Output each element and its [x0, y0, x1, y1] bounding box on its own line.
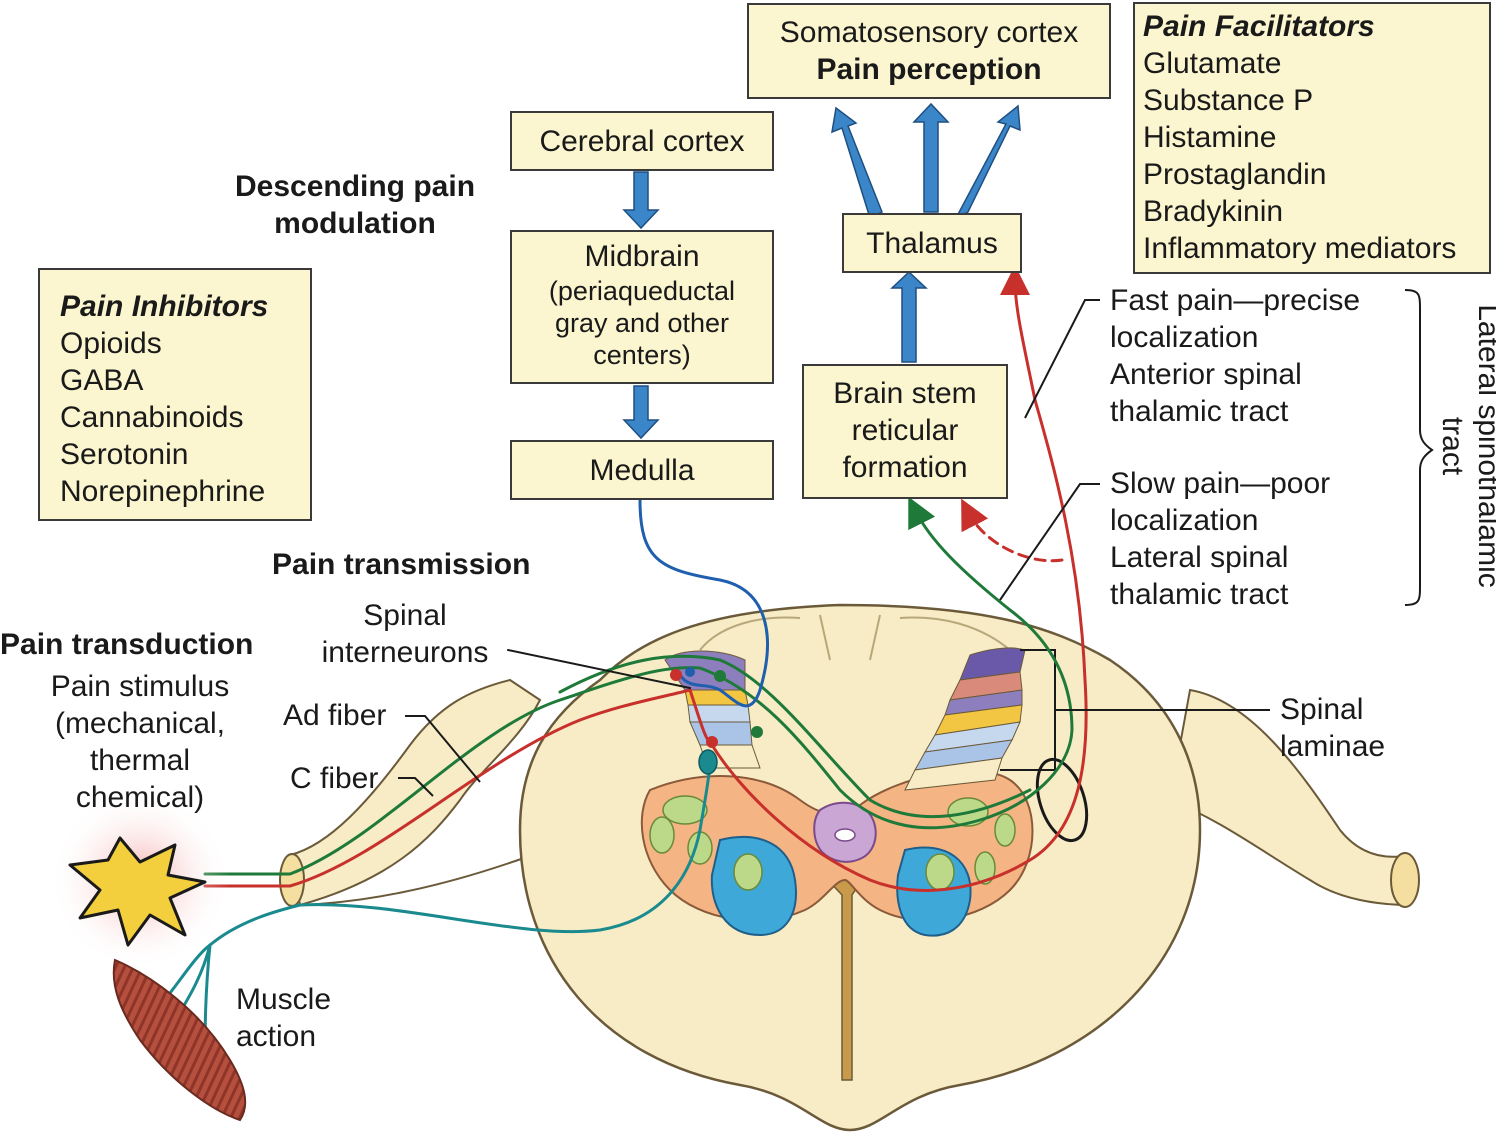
cerebral-cortex-box: Cerebral cortex	[510, 111, 774, 171]
pain-facilitators-box: Pain Facilitators Glutamate Substance P …	[1133, 2, 1491, 274]
arrow-thalamus-to-cortex-center	[912, 102, 950, 213]
arrow-brainstem-to-thalamus	[890, 270, 928, 363]
fast-pain-line4: thalamic tract	[1110, 395, 1289, 428]
midbrain-detail-3: centers)	[593, 340, 691, 370]
spinal-cord	[279, 603, 1420, 1132]
muscle	[112, 958, 247, 1122]
descending-heading: Descending pain modulation	[205, 168, 505, 242]
arrow-thalamus-to-cortex-right	[954, 104, 1021, 220]
fast-pain-line2: localization	[1110, 321, 1259, 354]
pain-inhibitors-title: Pain Inhibitors	[60, 290, 269, 323]
pain-inhibitors-box: Pain Inhibitors Opioids GABA Cannabinoid…	[38, 268, 312, 521]
midbrain-label: Midbrain	[584, 240, 700, 273]
right-dorsal-horn-laminae	[904, 647, 1026, 791]
muscle-line2: action	[236, 1020, 317, 1053]
arrow-midbrain-to-medulla	[622, 385, 660, 440]
inhibitor-item: GABA	[60, 364, 144, 397]
left-root-end	[279, 853, 305, 907]
slow-pain-line1: Slow pain—poor	[1110, 467, 1331, 500]
facilitator-item: Inflammatory mediators	[1143, 232, 1457, 265]
inhibitor-item: Norepinephrine	[60, 475, 266, 508]
stimulus-line2: (mechanical,	[54, 707, 226, 740]
transduction-heading: Pain transduction	[0, 628, 254, 661]
tract-oval	[1035, 757, 1089, 843]
descending-fiber	[638, 498, 769, 708]
fast-pain-label: Fast pain—precise localization Anterior …	[1110, 282, 1360, 430]
fast-pain-leader	[1024, 299, 1100, 419]
pain-stimulus	[50, 790, 230, 970]
pain-facilitators-title: Pain Facilitators	[1143, 10, 1375, 43]
inhibitor-item: Cannabinoids	[60, 401, 244, 434]
interneurons-line1: Spinal	[363, 599, 447, 632]
pain-stimulus-star-icon	[68, 836, 207, 947]
slow-pain-line3: Lateral spinal	[1110, 541, 1289, 574]
lateral-tract-line1: Lateral spinothalamic	[1472, 304, 1496, 588]
facilitator-item: Bradykinin	[1143, 195, 1284, 228]
fast-pain-fiber	[203, 265, 1088, 892]
brain-stem-label-1: Brain stem	[833, 377, 977, 410]
inhibitor-item: Serotonin	[60, 438, 189, 471]
slow-pain-leader	[999, 483, 1100, 601]
lateral-spinothalamic-tract-label: Lateral spinothalamic tract	[1434, 298, 1496, 594]
descending-heading-line2: modulation	[274, 207, 436, 240]
laminae-line1: Spinal	[1280, 693, 1364, 726]
spinal-interneurons-label: Spinal interneurons	[305, 597, 505, 671]
brain-stem-label-3: formation	[842, 451, 968, 484]
muscle-action-label: Muscle action	[236, 981, 331, 1055]
descending-heading-line1: Descending pain	[234, 170, 476, 203]
stimulus-line3: thermal	[89, 744, 191, 777]
thalamus-box: Thalamus	[842, 213, 1022, 273]
medulla-label: Medulla	[589, 454, 695, 487]
somatosensory-label: Somatosensory cortex	[779, 16, 1079, 49]
pain-perception-label: Pain perception	[816, 53, 1042, 86]
stimulus-line4: chemical)	[75, 781, 205, 814]
laminae-line2: laminae	[1280, 730, 1386, 763]
midbrain-detail-2: gray and other	[554, 308, 730, 338]
fast-pain-dashed-branch	[961, 498, 1064, 563]
midbrain-detail-1: (periaqueductal	[548, 276, 736, 306]
brain-stem-label-2: reticular	[851, 414, 959, 447]
pain-stimulus-label: Pain stimulus (mechanical, thermal chemi…	[20, 668, 260, 816]
facilitator-item: Glutamate	[1143, 47, 1282, 80]
inhibitor-item: Opioids	[60, 327, 162, 360]
cerebral-cortex-label: Cerebral cortex	[539, 125, 745, 158]
fast-pain-line1: Fast pain—precise	[1110, 284, 1361, 317]
transmission-heading: Pain transmission	[272, 548, 531, 581]
slow-pain-label: Slow pain—poor localization Lateral spin…	[1110, 465, 1330, 613]
muscle-icon	[112, 958, 247, 1122]
ad-fiber-leader	[405, 715, 481, 783]
slow-pain-line4: thalamic tract	[1110, 578, 1289, 611]
lateral-tract-line2: tract	[1436, 416, 1469, 476]
right-root-end	[1390, 852, 1420, 908]
fast-pain-line3: Anterior spinal	[1110, 358, 1302, 391]
medulla-box: Medulla	[510, 440, 774, 500]
arrow-cortex-to-midbrain	[622, 171, 660, 230]
facilitator-item: Substance P	[1143, 84, 1314, 117]
interneurons-line2: interneurons	[321, 636, 489, 669]
muscle-line1: Muscle	[236, 983, 332, 1016]
leader-lines	[398, 289, 1434, 797]
arrow-thalamus-to-cortex-left	[831, 106, 883, 220]
facilitator-item: Prostaglandin	[1143, 158, 1327, 191]
pathway-arrows	[622, 102, 1021, 440]
slow-pain-line2: localization	[1110, 504, 1259, 537]
somatosensory-cortex-box: Somatosensory cortex Pain perception	[747, 3, 1111, 99]
c-fiber-leader	[398, 777, 434, 797]
brain-stem-box: Brain stem reticular formation	[802, 364, 1008, 499]
facilitator-item: Histamine	[1143, 121, 1277, 154]
spinal-laminae-label: Spinal laminae	[1280, 691, 1385, 765]
stimulus-line1: Pain stimulus	[50, 670, 230, 703]
thalamus-label: Thalamus	[866, 227, 998, 260]
midbrain-box: Midbrain (periaqueductal gray and other …	[510, 230, 774, 384]
lateral-tract-bracket	[1404, 289, 1434, 606]
ad-fiber-label: Ad fiber	[283, 699, 387, 732]
slow-pain-fiber	[203, 496, 1074, 876]
c-fiber-label: C fiber	[290, 762, 379, 795]
